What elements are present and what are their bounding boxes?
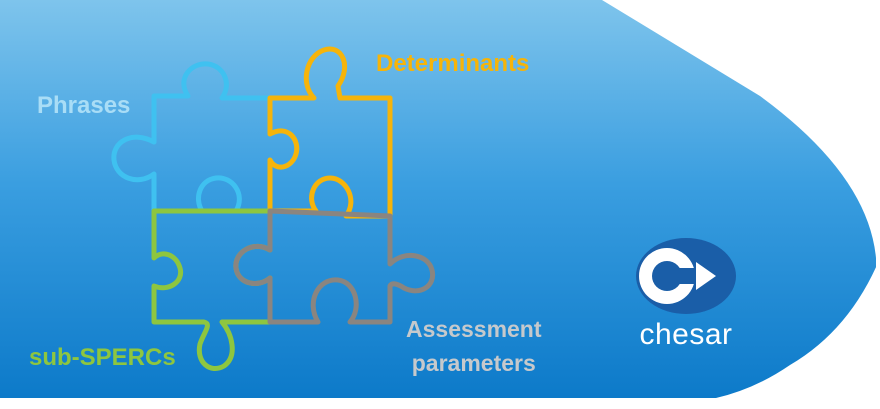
subspercs-label: sub-SPERCs — [29, 344, 176, 371]
chesar-wordmark: chesar — [639, 318, 733, 351]
determinants-label: Determinants — [376, 50, 530, 77]
assessment-label-line2: parameters — [411, 350, 536, 376]
assessment-puzzle-piece — [233, 208, 436, 325]
assessment-parameters-label: Assessment parameters — [406, 312, 542, 380]
chesar-logo-icon — [636, 238, 736, 314]
assessment-label-line1: Assessment — [406, 316, 542, 342]
phrases-label: Phrases — [37, 92, 131, 119]
determinants-puzzle-piece — [267, 46, 393, 219]
